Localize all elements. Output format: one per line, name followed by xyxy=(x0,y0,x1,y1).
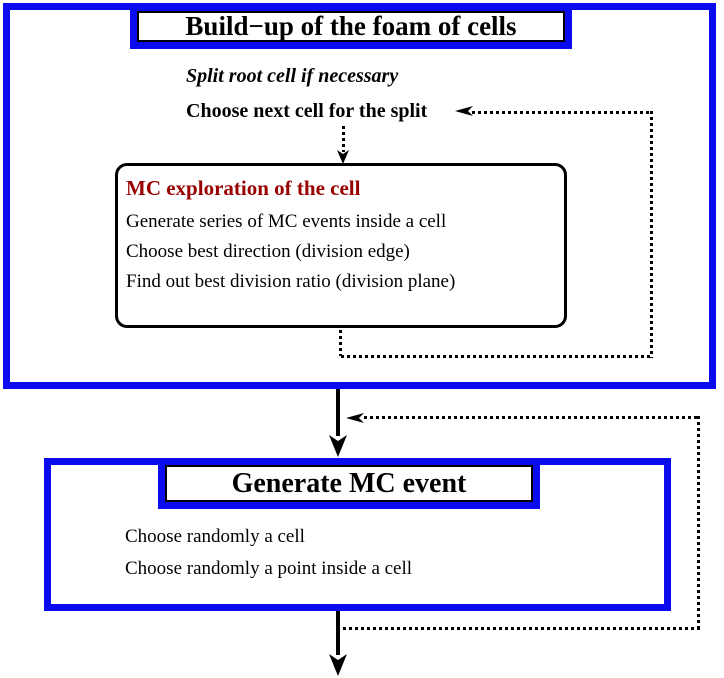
mc-exploration-heading: MC exploration of the cell xyxy=(126,176,361,200)
exploration-step-best-direction: Choose best direction (division edge) xyxy=(126,241,410,262)
generate-phase-title: Generate MC event xyxy=(231,467,467,499)
build-phase-title-box: Build−up of the foam of cells xyxy=(130,4,572,49)
generate-phase-title-box: Generate MC event xyxy=(158,458,540,509)
generate-step-choose-point: Choose randomly a point inside a cell xyxy=(125,558,413,579)
exit-arrowhead-icon xyxy=(329,654,347,676)
loop1-boxexit-dotted-line xyxy=(339,330,342,356)
loop2-right-dotted-line xyxy=(697,416,700,630)
exploration-step-generate-events: Generate series of MC events inside a ce… xyxy=(126,211,447,232)
loop1-top-dotted-line xyxy=(472,111,653,114)
build-phase-title: Build−up of the foam of cells xyxy=(185,11,517,41)
interphase-arrow-shaft xyxy=(336,389,340,436)
loop2-left-arrowhead-icon xyxy=(346,413,364,423)
interphase-arrowhead-icon xyxy=(329,435,347,457)
exploration-step-division-ratio: Find out best division ratio (division p… xyxy=(126,271,456,292)
entry-dotted-line xyxy=(342,126,345,152)
generate-step-choose-cell: Choose randomly a cell xyxy=(125,526,305,547)
step-split-root-cell: Split root cell if necessary xyxy=(186,65,399,87)
entry-arrowhead-icon xyxy=(337,150,349,164)
loop2-top-dotted-line xyxy=(364,416,700,419)
loop2-bottom-dotted-line xyxy=(343,627,700,630)
loop1-right-dotted-line xyxy=(650,111,653,358)
exit-arrow-shaft xyxy=(336,611,340,655)
loop1-bottom-dotted-line xyxy=(341,355,653,358)
mc-exploration-box xyxy=(115,163,567,328)
step-choose-next-cell: Choose next cell for the split xyxy=(186,100,428,122)
loop1-left-arrowhead-icon xyxy=(455,106,473,116)
